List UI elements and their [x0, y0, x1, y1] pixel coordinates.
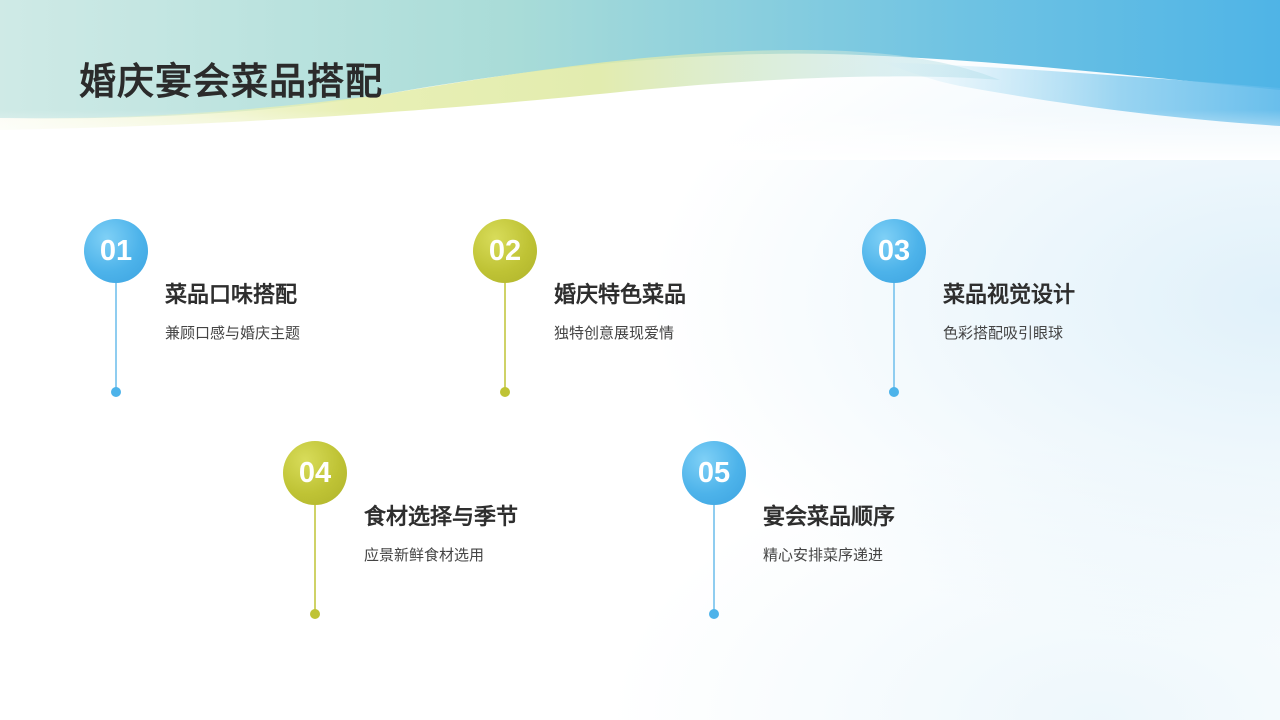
number-badge: 01: [84, 219, 148, 283]
connector-dot: [709, 609, 719, 619]
connector-dot: [500, 387, 510, 397]
number-badge: 03: [862, 219, 926, 283]
menu-item-04: 04 食材选择与季节 应景新鲜食材选用: [283, 441, 623, 631]
item-title: 婚庆特色菜品: [554, 283, 687, 308]
item-title: 菜品视觉设计: [943, 283, 1076, 308]
menu-item-02: 02 婚庆特色菜品 独特创意展现爱情: [473, 219, 813, 409]
item-description: 独特创意展现爱情: [554, 324, 675, 342]
menu-item-03: 03 菜品视觉设计 色彩搭配吸引眼球: [862, 219, 1202, 409]
item-title: 菜品口味搭配: [165, 283, 298, 308]
item-description: 精心安排菜序递进: [763, 546, 884, 564]
connector-dot: [111, 387, 121, 397]
number-badge: 05: [682, 441, 746, 505]
number-badge: 04: [283, 441, 347, 505]
menu-item-01: 01 菜品口味搭配 兼顾口感与婚庆主题: [84, 219, 424, 409]
item-title: 食材选择与季节: [364, 505, 519, 530]
connector-dot: [889, 387, 899, 397]
number-badge: 02: [473, 219, 537, 283]
item-description: 兼顾口感与婚庆主题: [165, 324, 301, 342]
connector-line: [713, 505, 715, 613]
slide-title: 婚庆宴会菜品搭配: [79, 60, 383, 103]
connector-dot: [310, 609, 320, 619]
header-wave-decoration: [0, 0, 1280, 160]
item-description: 色彩搭配吸引眼球: [943, 324, 1064, 342]
menu-item-05: 05 宴会菜品顺序 精心安排菜序递进: [682, 441, 1022, 631]
connector-line: [314, 505, 316, 613]
item-description: 应景新鲜食材选用: [364, 546, 485, 564]
connector-line: [504, 283, 506, 391]
connector-line: [893, 283, 895, 391]
connector-line: [115, 283, 117, 391]
item-title: 宴会菜品顺序: [763, 505, 896, 530]
